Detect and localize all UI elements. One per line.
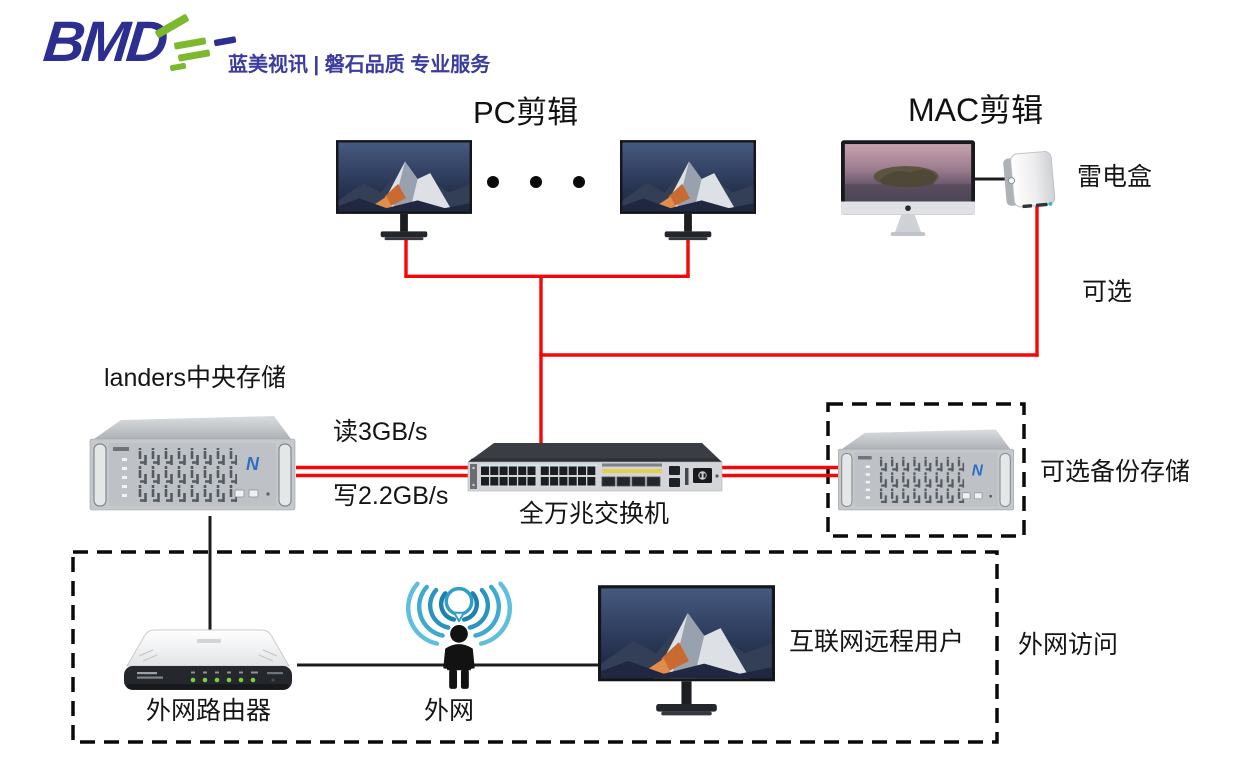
pc-editing-title: PC剪辑 [473,95,579,130]
central-storage-server-icon [85,412,300,517]
thunderbolt-box-label: 雷电盒 [1077,163,1153,191]
backup-storage-label: 可选备份存储 [1040,458,1191,486]
remote-user-label: 互联网远程用户 [789,628,965,656]
external-access-dashed-box [71,550,999,744]
external-router-icon [115,624,301,692]
more-workstations-dots [487,176,585,188]
central-storage-label: landers中央存储 [104,364,286,392]
mac-editing-title: MAC剪辑 [908,92,1044,128]
remote-user-monitor-icon [598,585,775,727]
optional-label: 可选 [1082,278,1133,306]
read-speed-label: 读3GB/s [333,418,428,446]
backup-storage-server-icon [834,414,1018,528]
10g-switch-icon [466,441,724,499]
write-speed-label: 写2.2GB/s [333,482,449,510]
external-net-label: 外网 [424,697,475,725]
wifi-user-icon [400,558,518,692]
pc-monitor-1-icon [336,140,472,249]
switch-label: 全万兆交换机 [519,500,670,528]
thunderbolt-box-icon [1000,150,1058,212]
bmd-logo-mark-icon [155,14,237,72]
router-label: 外网路由器 [146,697,272,725]
red-network-links [296,206,1039,478]
pc-monitor-2-icon [620,140,756,249]
brand-tagline: 蓝美视讯 | 磐石品质 专业服务 [228,54,491,76]
backup-storage-dashed-box [826,402,1026,538]
imac-icon [841,140,975,240]
external-access-zone-label: 外网访问 [1018,631,1119,659]
